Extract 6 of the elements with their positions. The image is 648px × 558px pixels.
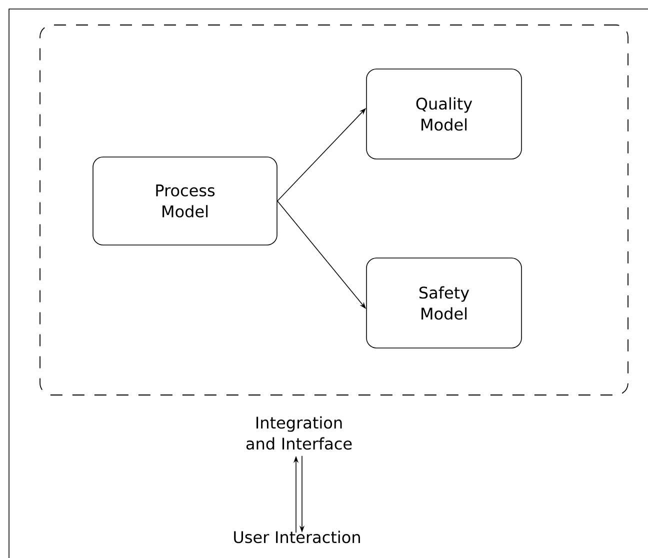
- process-box: Safety Model: [366, 258, 522, 348]
- process-box: Process Model: [92, 156, 278, 246]
- text-label: User Interaction: [234, 530, 360, 544]
- dashed-group-box: [40, 24, 628, 396]
- process-box: Quality Model: [366, 68, 522, 160]
- text-label: Integration and Interface: [246, 416, 352, 450]
